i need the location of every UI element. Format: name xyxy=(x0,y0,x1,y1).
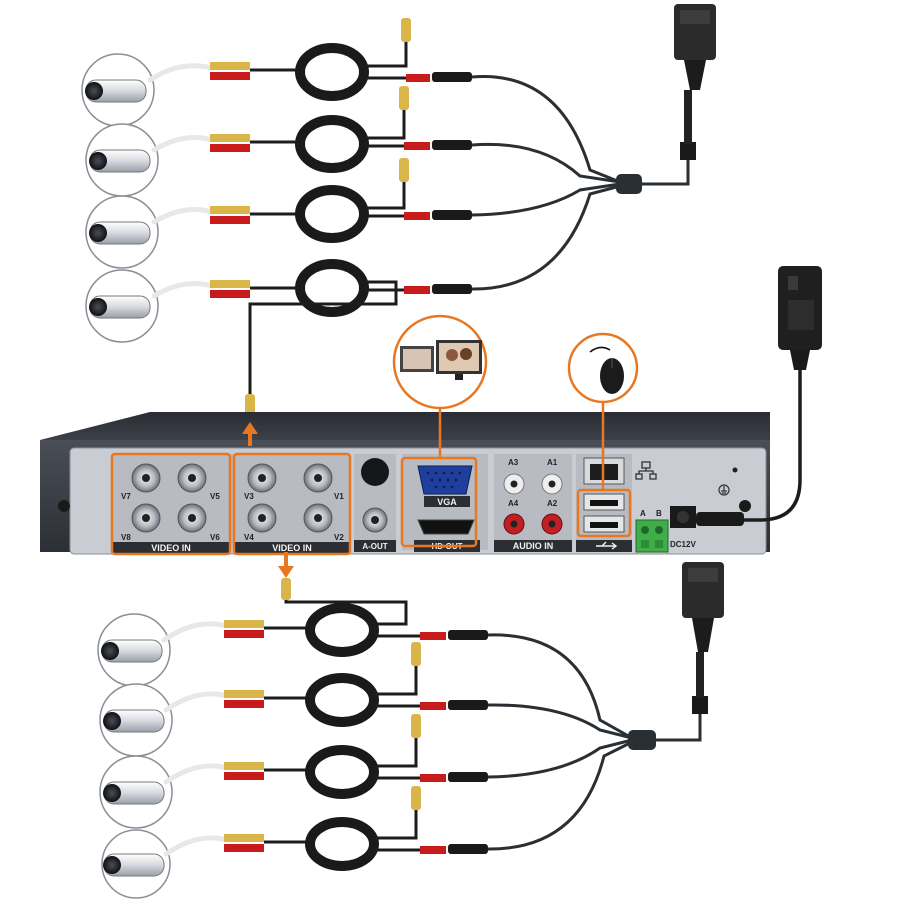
bnc-port[interactable] xyxy=(303,463,333,493)
port-label-v6: V6 xyxy=(210,533,220,542)
splitter-icon xyxy=(616,174,642,194)
arrow-up-icon xyxy=(242,422,258,446)
splitter-icon xyxy=(628,730,656,750)
bnc-port[interactable] xyxy=(177,503,207,533)
port-label-v5: V5 xyxy=(210,492,220,501)
dc-power-label: DC12V xyxy=(670,540,696,549)
highlight-box xyxy=(232,452,352,556)
top-camera-group xyxy=(81,4,716,416)
bnc-plug-icon xyxy=(281,578,421,810)
camera-icon xyxy=(81,53,155,127)
camera-icon xyxy=(99,683,173,757)
camera-icon xyxy=(101,829,171,899)
bnc-port[interactable] xyxy=(303,503,333,533)
mouse-icon xyxy=(567,332,639,404)
audio-label-a1: A1 xyxy=(547,458,558,467)
port-label-v1: V1 xyxy=(334,492,344,501)
bnc-plug-icon xyxy=(245,18,411,416)
vga-label: VGA xyxy=(437,497,457,507)
hdmi-port[interactable] xyxy=(417,519,475,535)
usb-port[interactable] xyxy=(583,515,625,533)
highlight-box xyxy=(110,452,232,556)
cable-coil-icon xyxy=(295,43,369,317)
vga-port[interactable] xyxy=(417,465,473,495)
port-label-v3: V3 xyxy=(244,492,254,501)
rs485-label-b: B xyxy=(656,509,662,518)
camera-icon xyxy=(85,123,159,197)
video-in-label: VIDEO IN xyxy=(151,543,191,553)
bnc-port[interactable] xyxy=(177,463,207,493)
port-label-v8: V8 xyxy=(121,533,131,542)
rca-port[interactable] xyxy=(503,473,525,495)
usb-port[interactable] xyxy=(583,493,625,511)
rca-port[interactable] xyxy=(541,473,563,495)
ground-icon xyxy=(718,484,730,496)
monitor-icon xyxy=(392,314,488,410)
camera-icon xyxy=(97,613,171,687)
bottom-camera-group xyxy=(97,562,724,899)
audio-label-a4: A4 xyxy=(508,499,519,508)
arrow-down-icon xyxy=(278,552,294,578)
knob-icon xyxy=(361,458,389,486)
rca-port[interactable] xyxy=(503,513,525,535)
audio-label-a3: A3 xyxy=(508,458,519,467)
audio-out-port[interactable] xyxy=(362,507,388,533)
network-icon xyxy=(635,461,657,480)
rs485-label-a: A xyxy=(640,509,646,518)
camera-icon xyxy=(99,755,173,829)
connector-icon xyxy=(210,62,250,298)
a-out-label: A-OUT xyxy=(362,542,387,551)
bnc-port[interactable] xyxy=(131,463,161,493)
audio-label-a2: A2 xyxy=(547,499,558,508)
cable-coil-icon xyxy=(305,603,379,871)
port-label-v7: V7 xyxy=(121,492,131,501)
camera-icon xyxy=(85,195,159,269)
power-plug-icon xyxy=(420,630,488,854)
bnc-port[interactable] xyxy=(247,463,277,493)
usb-icon xyxy=(596,541,618,550)
power-adapter-icon xyxy=(682,562,724,714)
dc-power-port[interactable] xyxy=(670,506,696,528)
audio-in-label: AUDIO IN xyxy=(513,541,554,551)
power-adapter-icon xyxy=(674,4,716,160)
rs485-terminal[interactable] xyxy=(635,519,669,553)
camera-icon xyxy=(85,269,159,343)
port-label-v2: V2 xyxy=(334,533,344,542)
power-plug-icon xyxy=(404,72,472,294)
port-label-v4: V4 xyxy=(244,533,254,542)
dvr-recorder: V7 V5 V8 V6 V3 V1 V4 V2 VIDEO IN VIDEO I… xyxy=(40,412,770,556)
connector-icon xyxy=(224,620,264,852)
rca-port[interactable] xyxy=(541,513,563,535)
bnc-port[interactable] xyxy=(131,503,161,533)
power-adapter-icon xyxy=(696,266,822,526)
video-in-label: VIDEO IN xyxy=(272,543,312,553)
bnc-port[interactable] xyxy=(247,503,277,533)
